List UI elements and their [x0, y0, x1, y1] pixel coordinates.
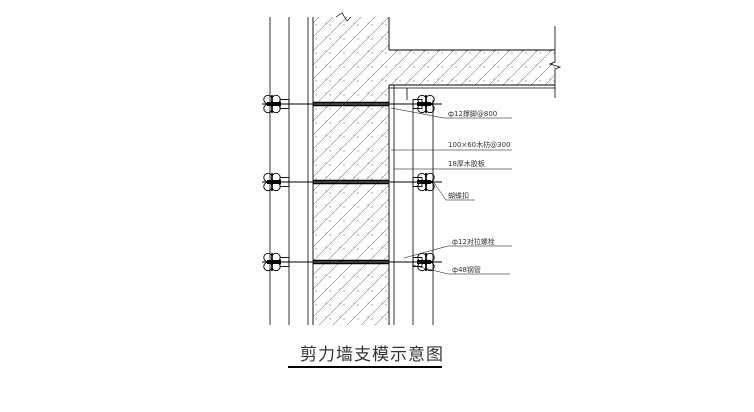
wall-outlines: [312, 17, 555, 325]
drawing-title: 剪力墙支模示意图: [300, 345, 444, 365]
label-plywood: 18厚木胶板: [448, 159, 485, 168]
butterfly-clip-icon: [417, 172, 435, 192]
left-formwork: [269, 17, 309, 325]
label-butterfly-clip: 蝴蝶扣: [448, 191, 469, 200]
butterfly-clip-icon: [263, 172, 281, 192]
slab-break-line: [548, 26, 562, 98]
label-steel-pipe: ф48钢管: [452, 265, 481, 274]
concrete-wall-and-slab: [313, 17, 555, 325]
label-batten: 100×60木枋@300: [448, 140, 511, 149]
label-tie-bolt: ф12对拉螺栓: [452, 237, 495, 246]
tie-bolt-assembly: [262, 94, 442, 114]
tie-bolt-assembly: [262, 252, 442, 272]
butterfly-clip-icon: [263, 252, 281, 272]
wall-break-mark: [335, 12, 352, 22]
tie-bolt-assembly: [262, 172, 442, 192]
slab-formwork: [389, 87, 555, 100]
butterfly-clip-icon: [263, 94, 281, 114]
leader-lines: [390, 107, 512, 275]
right-formwork: [393, 85, 434, 325]
label-strut: ф12撑脚@800: [448, 109, 497, 118]
butterfly-clip-icon: [417, 94, 435, 114]
tie-bolt-row: [262, 94, 442, 272]
